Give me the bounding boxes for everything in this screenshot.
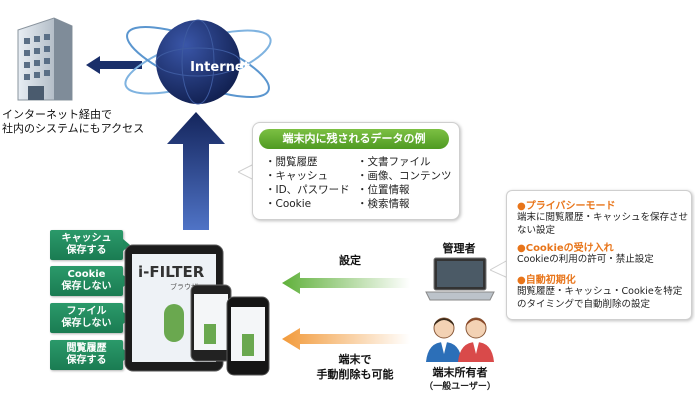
smartphone-icon: [226, 296, 270, 376]
smartphone-icon: [190, 284, 232, 362]
list-item: ・キャッシュ: [265, 170, 328, 182]
list-item: ・Cookie: [265, 198, 312, 210]
list-item: ・ID、パスワード: [265, 184, 350, 196]
ifilter-sub-label: ブラウザー: [170, 283, 205, 291]
manual-delete-line: 端末で: [338, 353, 372, 366]
tag-line: Cookie: [67, 269, 106, 280]
arrow-to-building-icon: [86, 56, 142, 74]
list-item: ・画像、コンテンツ: [357, 170, 452, 182]
tag-cache: キャッシュ 保存する: [50, 230, 130, 260]
bubble-title: 端末内に残されるデータの例: [259, 129, 449, 149]
manual-delete-arrow-icon: [282, 328, 410, 350]
internet-globe-icon: [124, 19, 272, 105]
tag-history: 閲覧履歴 保存する: [50, 340, 130, 370]
tag-cookie: Cookie 保存しない: [50, 266, 130, 296]
building-caption-line: 社内のシステムにもアクセス: [2, 122, 145, 135]
owner-label: 端末所有者: [432, 366, 488, 379]
setting-desc: 端末に閲覧履歴・キャッシュを保存させない設定: [517, 212, 689, 236]
tag-file: ファイル 保存しない: [50, 303, 130, 333]
manual-delete-line: 手動削除も可能: [316, 368, 394, 381]
tag-line: ファイル: [66, 306, 107, 317]
building-icon: [17, 17, 73, 101]
bubble-left-list: ・閲覧履歴 ・キャッシュ ・ID、パスワード ・Cookie: [265, 155, 350, 211]
bubble-right-list: ・文書ファイル ・画像、コンテンツ ・位置情報 ・検索情報: [357, 155, 452, 211]
setting-desc: 閲覧履歴・キャッシュ・Cookieを特定のタイミングで自動削除の設定: [517, 286, 683, 310]
tag-line: 保存しない: [61, 281, 112, 292]
building-caption: インターネット経由で 社内のシステムにもアクセス: [2, 108, 202, 136]
building-caption-line: インターネット経由で: [2, 108, 112, 121]
users-icon: [426, 317, 494, 362]
tag-line: キャッシュ: [61, 233, 112, 244]
list-item: ・位置情報: [357, 184, 410, 196]
data-examples-bubble: 端末内に残されるデータの例 ・閲覧履歴 ・キャッシュ ・ID、パスワード ・Co…: [252, 122, 460, 220]
manual-delete-label: 端末で 手動削除も可能: [300, 352, 410, 382]
setting-title: ●自動初期化: [517, 275, 576, 286]
setting-label: 設定: [339, 254, 361, 267]
tag-line: 保存しない: [61, 318, 112, 329]
setting-arrow-icon: [282, 272, 410, 294]
admin-label: 管理者: [442, 242, 476, 255]
list-item: ・文書ファイル: [357, 156, 431, 168]
tag-line: 保存する: [66, 355, 107, 366]
setting-desc: Cookieの利用の許可・禁止設定: [517, 254, 654, 265]
internet-label: Internet: [190, 60, 250, 75]
ifilter-logo: i-FILTER: [138, 263, 205, 281]
setting-title: ●プライバシーモード: [517, 201, 616, 212]
owner-sub-label: （一般ユーザー）: [424, 382, 496, 392]
upward-arrow-icon: [167, 112, 225, 230]
admin-settings-box: ●プライバシーモード 端末に閲覧履歴・キャッシュを保存させない設定 ●Cooki…: [506, 190, 692, 320]
list-item: ・検索情報: [357, 198, 410, 210]
list-item: ・閲覧履歴: [265, 156, 318, 168]
tag-line: 保存する: [66, 245, 107, 256]
laptop-icon: [425, 257, 495, 301]
tag-line: 閲覧履歴: [66, 343, 107, 354]
setting-title: ●Cookieの受け入れ: [517, 243, 614, 254]
